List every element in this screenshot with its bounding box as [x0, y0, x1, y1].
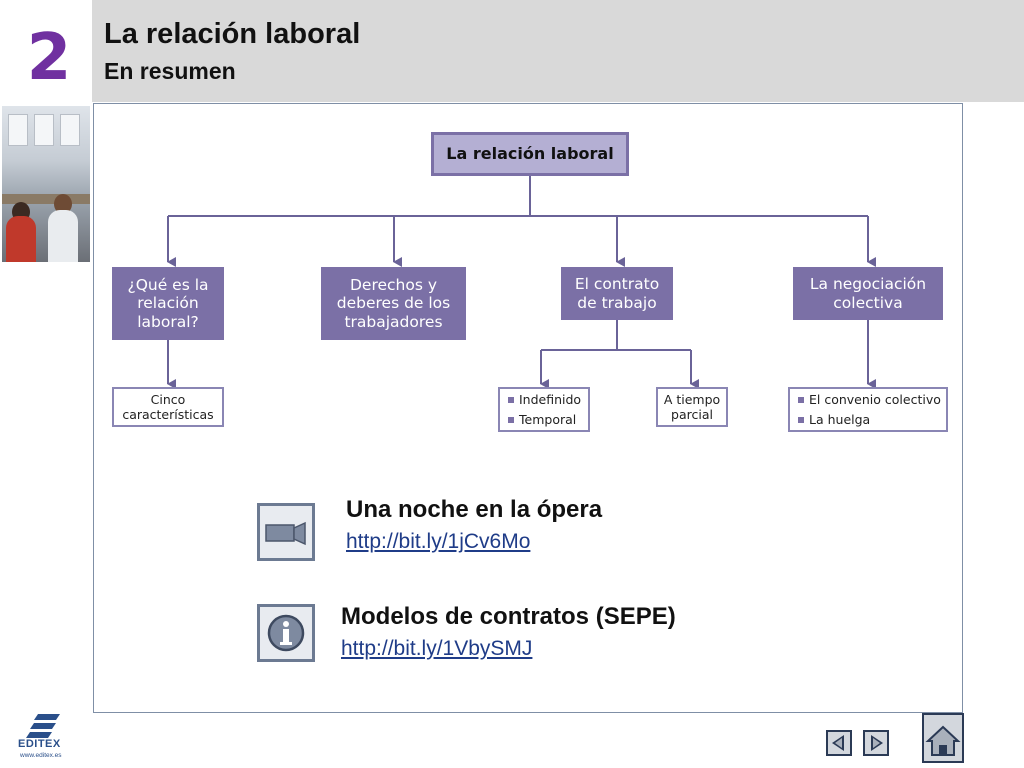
triangle-right-icon [871, 735, 883, 751]
previous-button[interactable] [826, 730, 852, 756]
branch-node-contrato: El contrato de trabajo [561, 267, 673, 320]
resource-link-video[interactable]: http://bit.ly/1jCv6Mo [346, 530, 531, 553]
info-icon[interactable] [257, 604, 315, 662]
office-photo [2, 106, 90, 262]
list-item: La huelga [798, 410, 870, 430]
leaf-node-tiempo-parcial: A tiempo parcial [656, 387, 728, 427]
page-subtitle: En resumen [104, 58, 236, 84]
leaf-node-negociacion-items: El convenio colectivo La huelga [788, 387, 948, 432]
leaf-node-caracteristicas: Cinco características [112, 387, 224, 427]
branch-node-negociacion: La negociación colectiva [793, 267, 943, 320]
header-bar [92, 0, 1024, 102]
branch-node-derechos: Derechos y deberes de los trabajadores [321, 267, 466, 340]
bullet-icon [508, 396, 514, 403]
resource-title-contratos: Modelos de contratos (SEPE) [341, 603, 676, 630]
resource-title-video: Una noche en la ópera [346, 496, 603, 523]
next-button[interactable] [863, 730, 889, 756]
video-camera-icon[interactable] [257, 503, 315, 561]
branch-node-que-es: ¿Qué es la relación laboral? [112, 267, 224, 340]
diagram-root-node: La relación laboral [431, 132, 629, 176]
chapter-number: 2 [26, 21, 72, 95]
list-item: El convenio colectivo [798, 390, 941, 410]
bullet-icon [798, 416, 804, 423]
home-icon [925, 725, 961, 756]
triangle-left-icon [832, 735, 844, 751]
brand-name: EDITEX [18, 738, 61, 750]
leaf-node-tipos-contrato: Indefinido Temporal [498, 387, 590, 432]
list-item: Temporal [508, 410, 576, 430]
brand-url: www.editex.es [20, 752, 62, 759]
list-item: Indefinido [508, 390, 581, 410]
resource-link-contratos[interactable]: http://bit.ly/1VbySMJ [341, 637, 533, 660]
home-button[interactable] [922, 713, 964, 763]
page-title: La relación laboral [104, 18, 361, 50]
editex-logo-icon [26, 714, 60, 738]
bullet-icon [798, 396, 804, 403]
bullet-icon [508, 416, 514, 423]
